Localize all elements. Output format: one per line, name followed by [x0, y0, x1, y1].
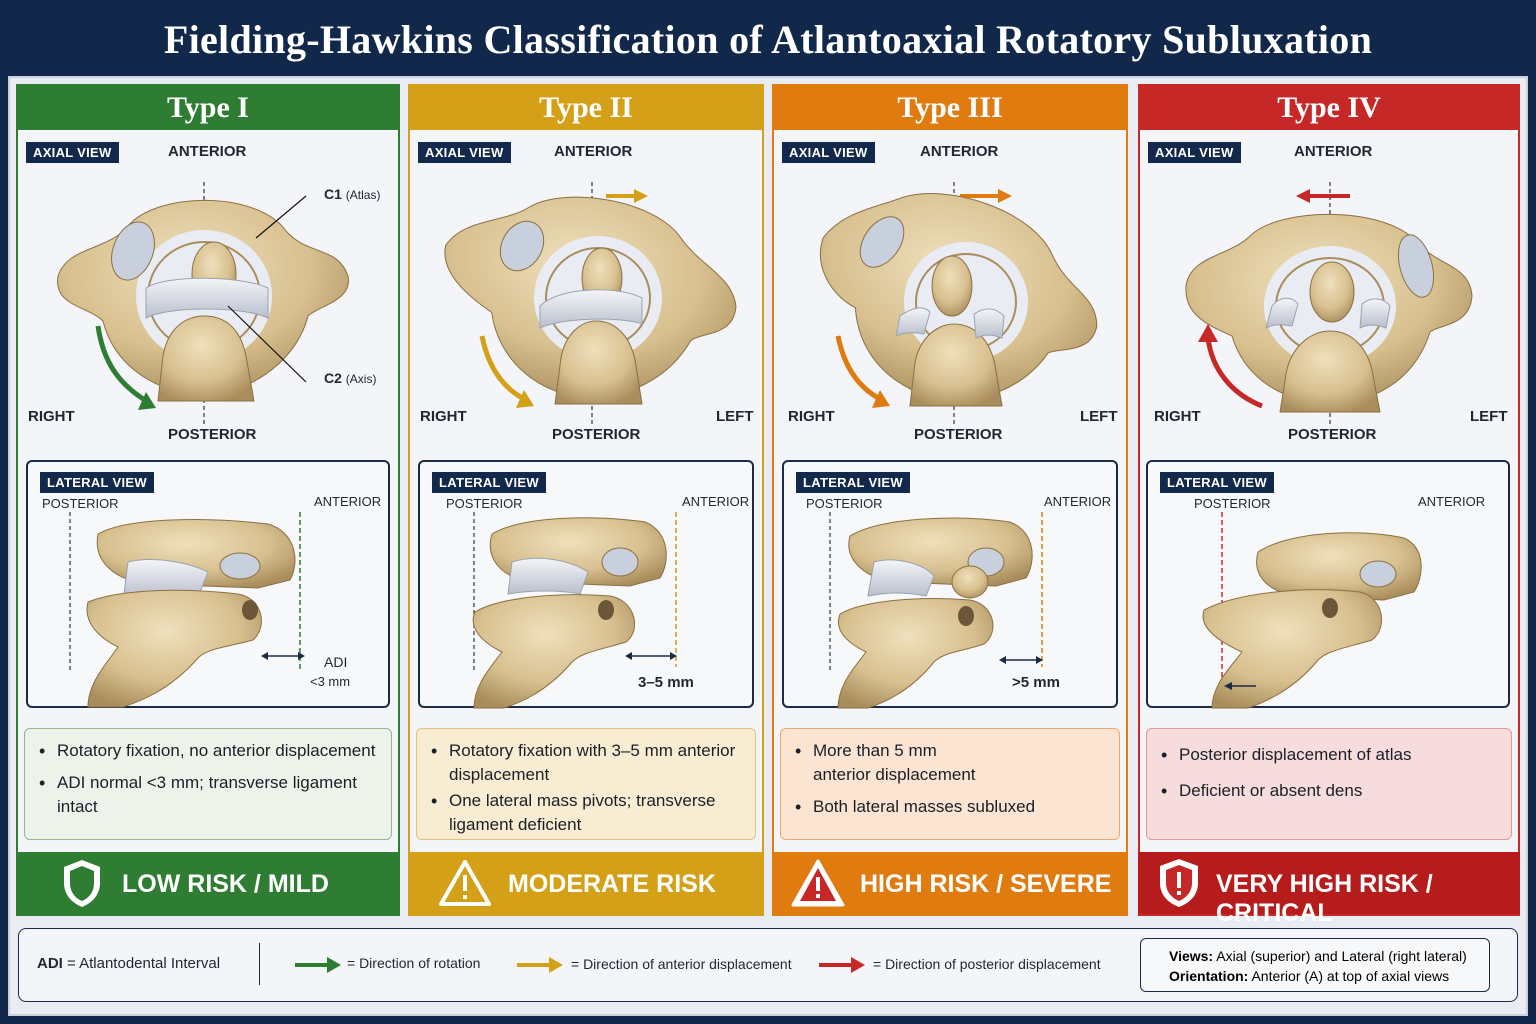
lateral-anterior-label: ANTERIOR	[314, 494, 382, 509]
views-line: Views: Axial (superior) and Lateral (rig…	[1169, 948, 1467, 964]
legend-posterior-displacement: = Direction of posterior displacement	[873, 956, 1101, 972]
lateral-view-tag: LATERAL VIEW	[1160, 472, 1274, 493]
left-label: LEFT	[716, 408, 754, 425]
type-3-column: Type III AXIAL VIEW ANTERIOR RIGHT POSTE…	[772, 84, 1128, 916]
legend-adi: ADI = Atlantodental Interval	[37, 955, 221, 972]
bullet-item: Rotatory fixation, no anterior displacem…	[39, 739, 379, 763]
axial-view-tag: AXIAL VIEW	[26, 142, 119, 163]
posterior-label: POSTERIOR	[1288, 426, 1377, 443]
warning-icon	[439, 860, 491, 906]
axial-vertebra-illustration	[444, 182, 737, 426]
lateral-posterior-label: POSTERIOR	[806, 496, 883, 511]
orientation-line: Orientation: Anterior (A) at top of axia…	[1169, 968, 1450, 984]
lateral-vertebra-illustration	[472, 512, 677, 709]
lateral-posterior-label: POSTERIOR	[42, 496, 119, 511]
alert-icon	[791, 859, 845, 907]
lateral-anterior-label: ANTERIOR	[1418, 494, 1486, 509]
axial-view-tag: AXIAL VIEW	[1148, 142, 1241, 163]
risk-label: MODERATE RISK	[508, 870, 716, 898]
bullet-item: Both lateral masses subluxed	[795, 795, 1107, 819]
axial-vertebra-illustration	[57, 182, 349, 426]
shield-icon	[64, 860, 100, 907]
axial-vertebra-illustration	[1185, 182, 1473, 426]
shield-alert-icon	[1160, 859, 1198, 907]
anterior-arrow-icon	[517, 957, 563, 973]
posterior-arrow-icon	[819, 957, 865, 973]
type-1-column: Type I AXIAL VIEW ANTERIOR C1 (Atlas) C2…	[16, 84, 400, 916]
type-4-header: Type IV	[1140, 86, 1518, 130]
posterior-label: POSTERIOR	[914, 426, 1003, 443]
bullet-item: More than 5 mm anterior displacement	[795, 739, 995, 787]
type-2-risk-banner: MODERATE RISK	[408, 852, 764, 914]
anterior-label: ANTERIOR	[1294, 143, 1373, 160]
type-2-header: Type II	[410, 86, 762, 130]
adi-value: <3 mm	[310, 674, 351, 689]
risk-label: HIGH RISK / SEVERE	[860, 870, 1112, 898]
type-1-header: Type I	[18, 86, 398, 130]
axial-vertebra-illustration	[819, 182, 1098, 426]
bullet-item: ADI normal <3 mm; transverse ligament in…	[39, 771, 379, 819]
lateral-posterior-label: POSTERIOR	[1194, 496, 1271, 511]
lateral-view-panel: LATERAL VIEW POSTERIOR ANTERIOR	[1146, 460, 1510, 709]
lateral-anterior-label: ANTERIOR	[682, 494, 750, 509]
axial-view-tag: AXIAL VIEW	[782, 142, 875, 163]
lateral-anterior-label: ANTERIOR	[1044, 494, 1112, 509]
c1-label: C1 (Atlas)	[324, 186, 381, 202]
type-3-description: More than 5 mm anterior displacement Bot…	[780, 728, 1120, 840]
lateral-view-tag: LATERAL VIEW	[796, 472, 910, 493]
right-label: RIGHT	[788, 408, 835, 425]
lateral-view-tag: LATERAL VIEW	[432, 472, 546, 493]
lateral-view-tag: LATERAL VIEW	[40, 472, 154, 493]
page-title: Fielding-Hawkins Classification of Atlan…	[163, 16, 1373, 62]
legend-rotation: = Direction of rotation	[347, 955, 481, 971]
measurement-label: >5 mm	[1012, 674, 1060, 691]
type-2-column: Type II AXIAL VIEW ANTERIOR RIGHT POSTER…	[408, 84, 764, 916]
type-4-column: Type IV AXIAL VIEW ANTERIOR RIGHT POSTER…	[1138, 84, 1520, 916]
type-4-description: Posterior displacement of atlas Deficien…	[1146, 728, 1512, 840]
type-3-risk-banner: HIGH RISK / SEVERE	[772, 852, 1128, 914]
views-orientation-box: Views: Axial (superior) and Lateral (rig…	[1140, 938, 1490, 992]
c2-label: C2 (Axis)	[324, 370, 377, 386]
axial-view-tag: AXIAL VIEW	[418, 142, 511, 163]
lateral-vertebra-illustration	[69, 512, 305, 708]
rotation-arrow-icon	[295, 957, 341, 973]
bullet-item: Deficient or absent dens	[1161, 779, 1499, 803]
lateral-view-panel: LATERAL VIEW POSTERIOR ANTERIOR >5 mm	[782, 460, 1118, 709]
anterior-label: ANTERIOR	[920, 143, 999, 160]
type-3-header: Type III	[774, 86, 1126, 130]
left-label: LEFT	[1470, 408, 1508, 425]
right-label: RIGHT	[1154, 408, 1201, 425]
posterior-label: POSTERIOR	[168, 426, 257, 443]
type-4-risk-banner: VERY HIGH RISK / CRITICAL	[1138, 852, 1520, 927]
anterior-label: ANTERIOR	[554, 143, 633, 160]
lateral-view-panel: LATERAL VIEW POSTERIOR ANTERIOR 3–5 mm	[418, 460, 754, 709]
type-1-description: Rotatory fixation, no anterior displacem…	[24, 728, 392, 840]
bullet-item: Rotatory fixation with 3–5 mm anterior d…	[431, 739, 743, 787]
risk-label: VERY HIGH RISK / CRITICAL	[1216, 870, 1433, 927]
risk-label: LOW RISK / MILD	[122, 870, 329, 898]
lateral-vertebra-illustration	[1202, 512, 1422, 709]
anterior-label: ANTERIOR	[168, 143, 247, 160]
legend-divider	[259, 943, 260, 985]
lateral-posterior-label: POSTERIOR	[446, 496, 523, 511]
right-label: RIGHT	[28, 408, 75, 425]
lateral-vertebra-illustration	[829, 512, 1043, 709]
legend-anterior-displacement: = Direction of anterior displacement	[571, 956, 792, 972]
left-label: LEFT	[1080, 408, 1118, 425]
adi-label: ADI	[324, 654, 348, 670]
type-2-description: Rotatory fixation with 3–5 mm anterior d…	[416, 728, 756, 840]
bullet-item: One lateral mass pivots; transverse liga…	[431, 789, 743, 837]
measurement-label: 3–5 mm	[638, 674, 694, 691]
lateral-view-panel: LATERAL VIEW POSTERIOR ANTERIOR ADI <3 m…	[26, 460, 390, 708]
type-1-risk-banner: LOW RISK / MILD	[16, 852, 400, 914]
posterior-label: POSTERIOR	[552, 426, 641, 443]
bullet-item: Posterior displacement of atlas	[1161, 743, 1499, 767]
right-label: RIGHT	[420, 408, 467, 425]
